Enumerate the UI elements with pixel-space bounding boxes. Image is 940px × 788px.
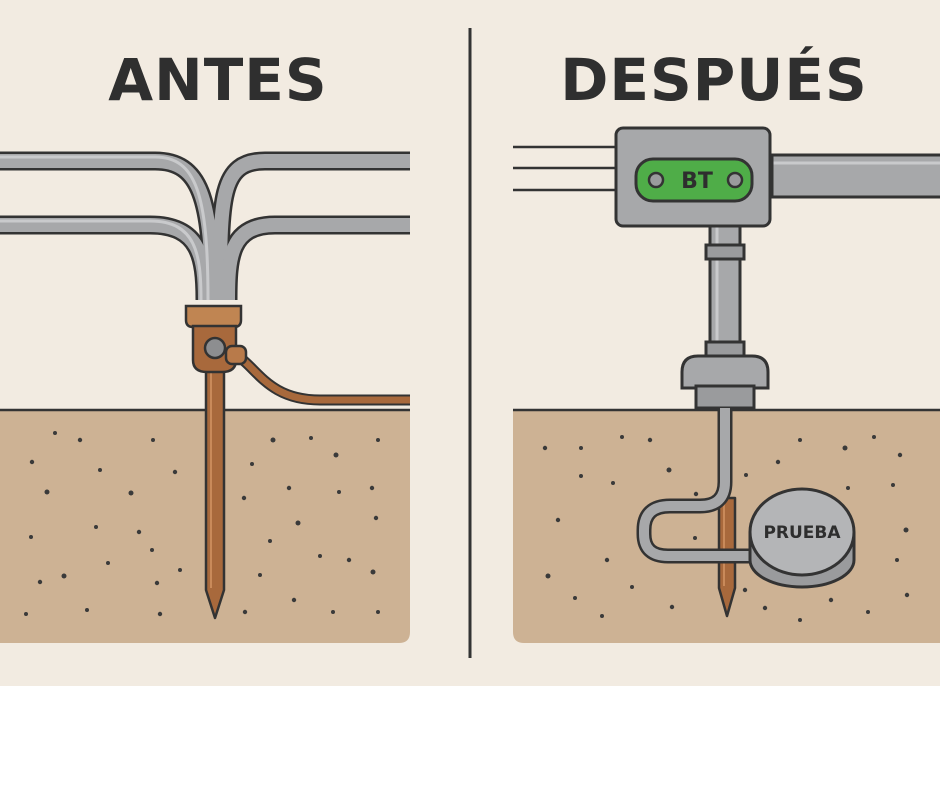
before-title: ANTES [108, 46, 327, 114]
clamp-bolt-icon [203, 336, 227, 360]
screw-icon [726, 171, 744, 189]
bottom-margin [0, 686, 940, 788]
test-well: PRUEBA [748, 487, 856, 589]
after-ground-conductor [636, 408, 760, 564]
before-clamp [184, 304, 248, 374]
ground-fitting [680, 354, 770, 410]
after-title: DESPUÉS [560, 45, 868, 114]
after-panel: DESPUÉS [513, 45, 940, 643]
before-conduits [0, 151, 410, 301]
screw-icon [647, 171, 665, 189]
before-ground-rod [204, 348, 226, 620]
before-panel: ANTES [0, 46, 410, 643]
after-horizontal-conduit [752, 153, 940, 199]
junction-box: BT [614, 126, 772, 228]
test-well-label: PRUEBA [763, 523, 841, 543]
after-vertical-conduit [704, 216, 746, 360]
after-incoming-wires [513, 145, 617, 192]
junction-label: BT [634, 157, 754, 203]
junction-box-label: BT [681, 169, 713, 194]
